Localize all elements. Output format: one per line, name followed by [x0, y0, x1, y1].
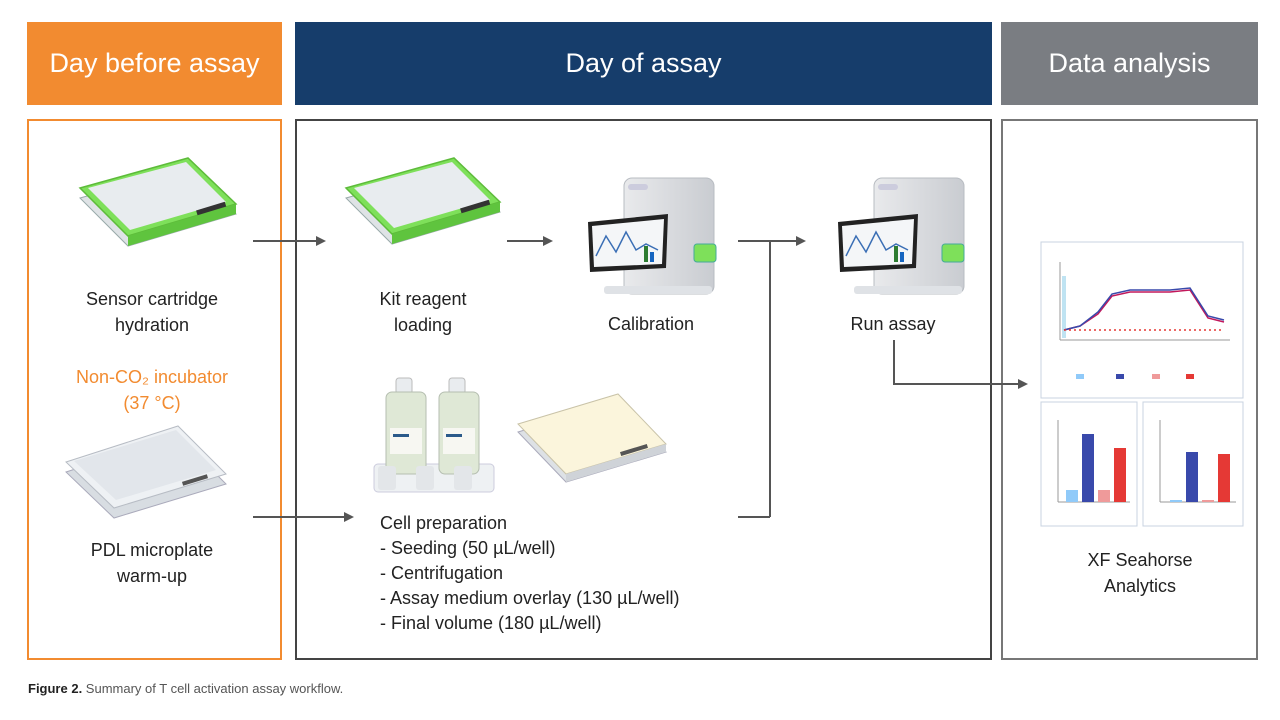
cell-prep-item: - Centrifugation [380, 563, 504, 583]
label-incubator-line2: (37 °C) [123, 393, 181, 413]
label-kit-reagent: Kit reagent loading [343, 286, 503, 338]
label-kit-line1: Kit reagent [379, 289, 467, 309]
panel-data-analysis [1001, 119, 1258, 660]
label-xf-seahorse-analytics: XF Seahorse Analytics [1050, 547, 1230, 599]
label-analytics-line2: Analytics [1103, 576, 1177, 596]
label-run-assay: Run assay [850, 314, 936, 334]
cell-prep-item: - Assay medium overlay (130 µL/well) [380, 588, 680, 608]
cell-prep-item: - Final volume (180 µL/well) [380, 613, 602, 633]
kit-reagent-cartridge-image [344, 157, 502, 245]
arrow-run-to-analysis [893, 340, 1028, 389]
pdl-microplate-image [65, 425, 227, 519]
label-sensor-line2: hydration [114, 315, 190, 335]
label-sensor-line1: Sensor cartridge [85, 289, 219, 309]
figure-caption: Figure 2. Summary of T cell activation a… [28, 681, 343, 696]
panel-day-of [295, 119, 992, 660]
cell-plate-image [517, 393, 667, 483]
label-pdl-microplate: PDL microplate warm-up [57, 537, 247, 589]
cell-prep-title: Cell preparation [380, 513, 508, 533]
label-kit-line2: loading [393, 315, 453, 335]
cell-prep-item: - Seeding (50 µL/well) [380, 538, 556, 558]
cell-preparation-block: Cell preparation - Seeding (50 µL/well) … [380, 511, 679, 636]
calibration-analyzer-image [588, 177, 717, 295]
header-day-before-assay: Day before assay [27, 22, 282, 105]
header-day-of-assay: Day of assay [295, 22, 992, 105]
sensor-cartridge-image [78, 157, 238, 247]
assay-medium-bottles-image [373, 377, 495, 493]
label-pdl-line1: PDL microplate [90, 540, 214, 560]
header-data-analysis: Data analysis [1001, 22, 1258, 105]
run-assay-analyzer-image [838, 177, 965, 295]
label-incubator-line1: Non-CO₂ incubator [75, 367, 229, 387]
caption-text: Summary of T cell activation assay workf… [82, 681, 344, 696]
label-pdl-line2: warm-up [116, 566, 187, 586]
panel-day-before [27, 119, 282, 660]
caption-label: Figure 2. [28, 681, 83, 696]
label-analytics-line1: XF Seahorse [1087, 550, 1193, 570]
analytics-report-image [1040, 241, 1244, 527]
label-incubator: Non-CO₂ incubator (37 °C) [47, 364, 257, 416]
label-sensor-cartridge: Sensor cartridge hydration [57, 286, 247, 338]
label-calibration: Calibration [607, 314, 695, 334]
